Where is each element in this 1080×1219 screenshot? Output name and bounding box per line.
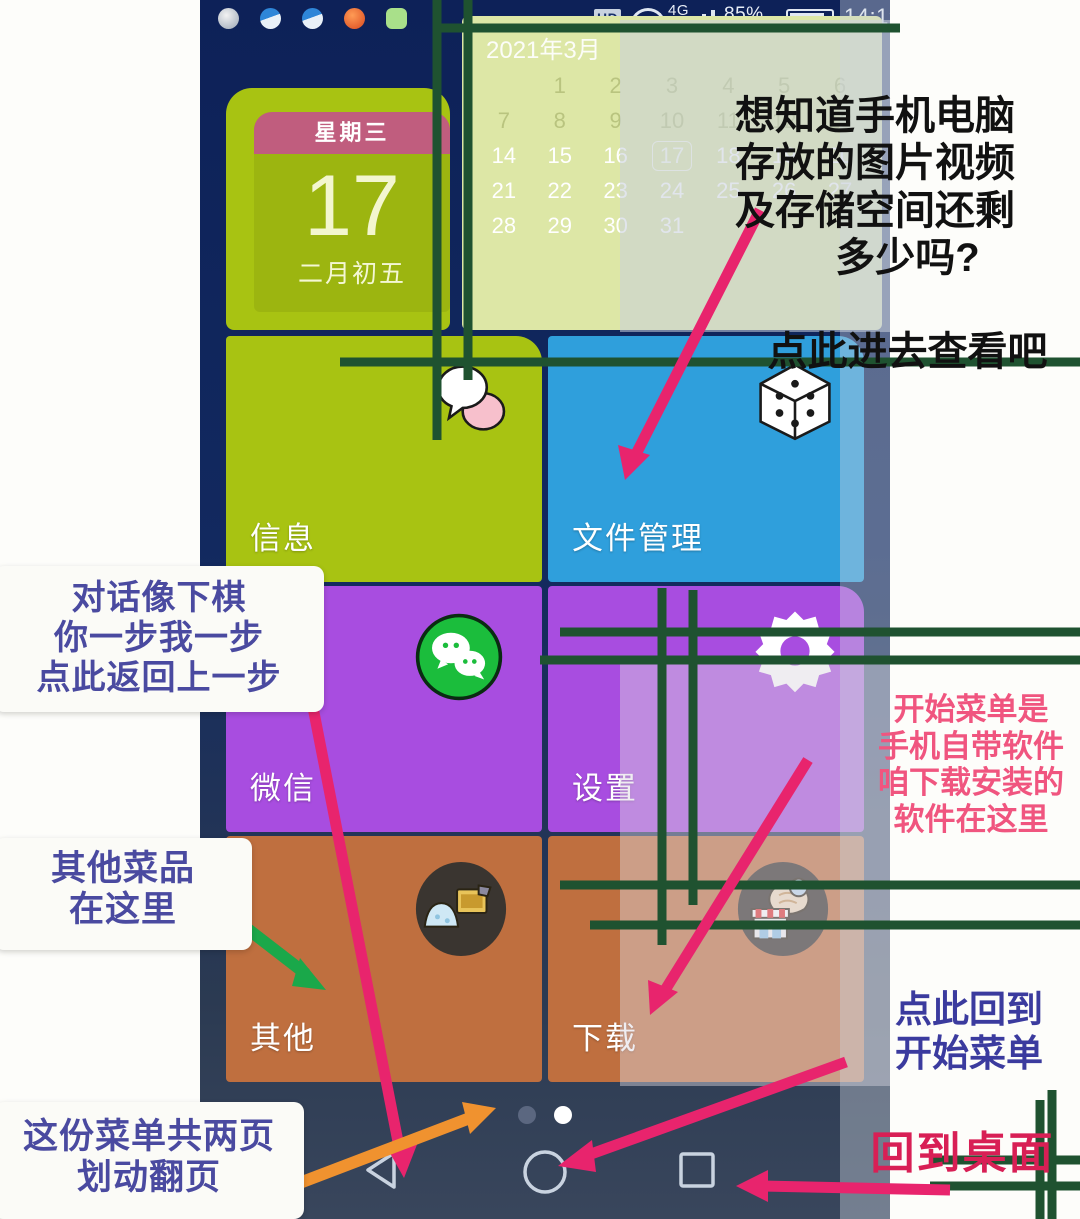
callout-back-step-text: 对话像下棋 你一步我一步 点此返回上一步 (36, 579, 282, 698)
month-day-cell[interactable]: 15 (547, 142, 572, 168)
month-day-cell[interactable]: 7 (497, 107, 511, 133)
annotation-storage: 想知道手机电脑 存放的图片视频 及存储空间还剩 多少吗? 点此进去查看吧 (735, 46, 1080, 424)
annotation-back-to-start: 点此回到 开始菜单 (895, 989, 1043, 1074)
month-day-cell[interactable]: 21 (491, 177, 517, 203)
month-day-cell[interactable]: 10 (659, 107, 685, 133)
tile-label: 设置 (572, 771, 638, 806)
chat-bubbles-icon (430, 358, 516, 444)
month-day-cell[interactable]: 9 (609, 107, 622, 133)
wechat-icon (414, 612, 504, 702)
annotation-back-to-desktop: 回到桌面 (870, 1129, 1055, 1178)
callout-other-dishes-text: 其他菜品 在这里 (50, 849, 195, 930)
annotation-start-menu: 开始菜单是 手机自带软件 咱下载安装的 软件在这里 (878, 692, 1064, 837)
annotation-storage-line5: 点此进去查看吧 (767, 330, 1048, 375)
back-triangle-icon[interactable] (360, 1145, 410, 1200)
folder-other-icon (412, 860, 510, 958)
month-day-cell[interactable]: 17 (643, 138, 700, 173)
annotation-storage-line4: 多少吗? (835, 235, 980, 280)
calendar-weekday: 星期三 (254, 112, 450, 154)
calendar-lunar-date: 二月初五 (297, 260, 406, 288)
day-calendar-widget[interactable]: 星期三 17 二月初五 (226, 88, 450, 330)
status-notification-icon-1 (218, 8, 239, 29)
status-notification-icon-3 (302, 8, 323, 29)
callout-back-step: 对话像下棋 你一步我一步 点此返回上一步 (0, 566, 324, 712)
month-calendar-title: 2021年3月 (486, 37, 601, 64)
month-day-cell[interactable]: 28 (491, 212, 517, 238)
tile-label: 信息 (250, 521, 316, 556)
status-notification-icon-4 (344, 8, 365, 29)
month-empty-cell (476, 68, 532, 103)
month-day-cell[interactable]: 8 (553, 107, 566, 133)
month-day-cell[interactable]: 24 (659, 177, 685, 203)
tile-label: 文件管理 (572, 521, 704, 556)
tile-settings[interactable]: 设置 (548, 586, 864, 832)
month-day-cell[interactable]: 14 (491, 142, 517, 168)
gear-icon (752, 608, 838, 694)
page-dot-1[interactable] (518, 1106, 536, 1124)
status-overflow-dots: .. (440, 12, 455, 33)
month-day-cell[interactable]: 16 (603, 142, 628, 168)
tile-other[interactable]: 其他 (226, 836, 542, 1082)
callout-two-pages: 这份菜单共两页 划动翻页 (0, 1102, 304, 1219)
status-notification-icon-5 (386, 8, 407, 29)
annotation-storage-lines: 想知道手机电脑 存放的图片视频 及存储空间还剩 (735, 94, 1015, 233)
store-icon (734, 860, 832, 958)
tile-label: 微信 (250, 771, 316, 806)
month-day-cell[interactable]: 2 (609, 72, 622, 98)
tile-messages[interactable]: 信息 (226, 336, 542, 582)
month-day-cell[interactable]: 3 (665, 72, 679, 98)
status-network-label: 4G (668, 2, 690, 19)
month-day-cell[interactable]: 22 (547, 177, 572, 203)
month-day-cell[interactable]: 29 (547, 212, 572, 238)
month-day-cell[interactable]: 1 (553, 72, 566, 98)
day-calendar-inner: 星期三 17 二月初五 (254, 112, 450, 312)
status-notification-icon-2 (260, 8, 281, 29)
callout-two-pages-text: 这份菜单共两页 划动翻页 (22, 1117, 275, 1198)
tile-downloads[interactable]: 下载 (548, 836, 864, 1082)
recent-square-icon[interactable] (672, 1145, 722, 1200)
calendar-day-number: 17 (304, 158, 400, 254)
tile-label: 下载 (572, 1021, 638, 1056)
page-indicator[interactable] (200, 1106, 890, 1129)
month-day-cell[interactable]: 30 (603, 212, 628, 238)
month-day-cell[interactable]: 31 (659, 212, 685, 238)
tile-label: 其他 (250, 1021, 316, 1056)
page-dot-2[interactable] (554, 1106, 572, 1124)
month-day-cell[interactable]: 23 (603, 177, 628, 203)
home-circle-icon[interactable] (518, 1145, 572, 1204)
callout-other-dishes: 其他菜品 在这里 (0, 838, 252, 950)
